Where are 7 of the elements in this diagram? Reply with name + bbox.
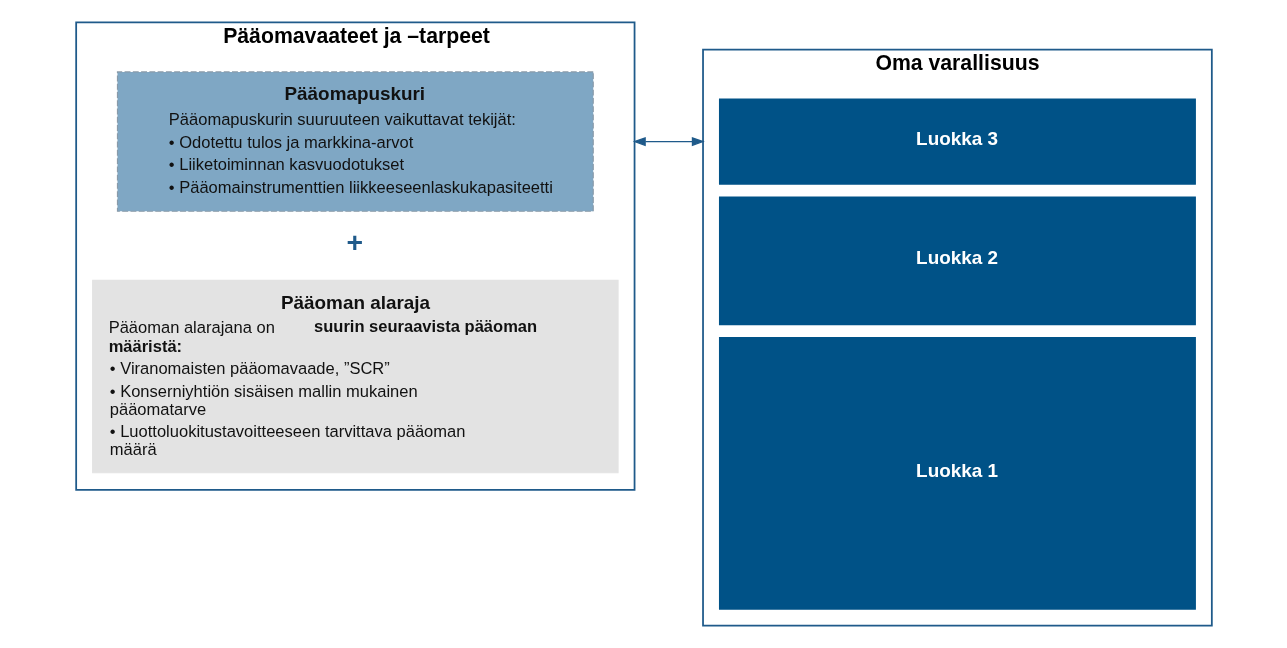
node-box: Luokka 1 [718, 337, 1196, 610]
label: + [346, 225, 363, 258]
node-box: Pääoman alaraja Pääoman alarajana on suurin seuraavista pääoman määristä: • Viranomaisten pääomavaade, ”SCR” • Konserniyhtiön sisäisen mallin mukainen pääomatarve • Luottoluokitustavoitteeseen tarvittava pääoman määrä [91, 279, 619, 474]
node-box: Pääomapuskuri Pääomapuskurin suuruuteen vaikuttavat tekijät: • Odotettu tulos ja markkina-arvot • Liiketoiminnan kasvuodotukset • Pääomainstrumenttien liikkeeseenlaskukapasiteetti [116, 71, 594, 212]
node-box: Luokka 3 [718, 98, 1196, 185]
arrow [632, 137, 705, 147]
node-box: Luokka 2 [718, 196, 1196, 326]
